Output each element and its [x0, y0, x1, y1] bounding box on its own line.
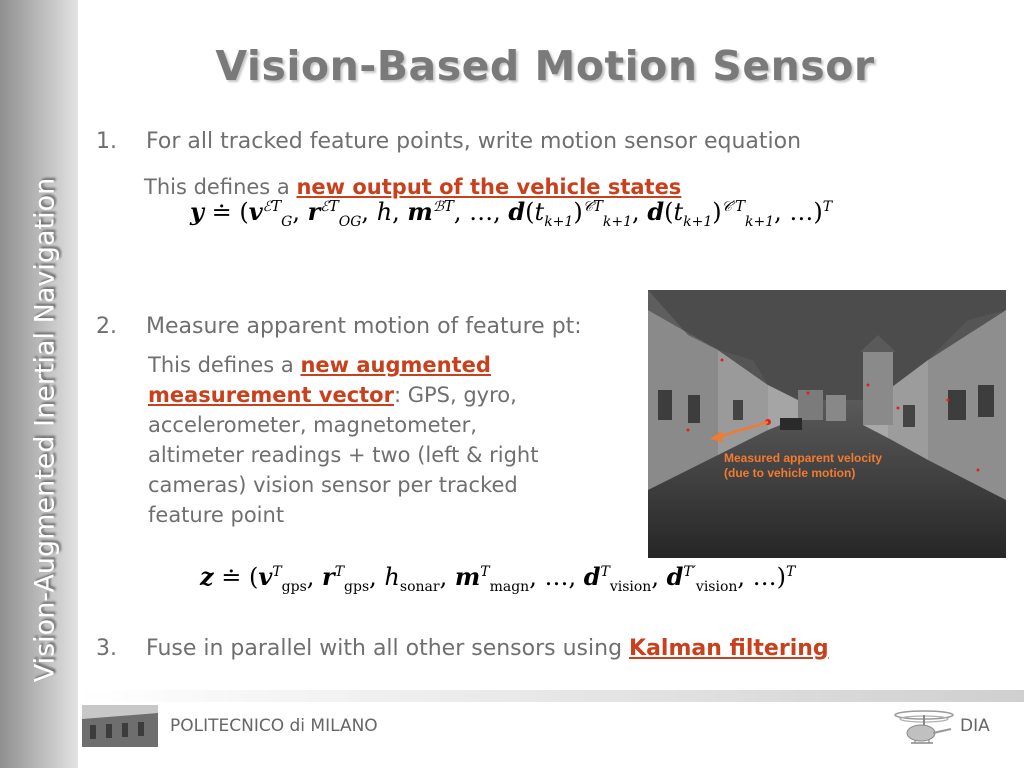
list-item-3: 3. Fuse in parallel with all other sensor…: [96, 635, 829, 663]
caption-line: (due to vehicle motion): [724, 466, 856, 480]
footer-department: DIA: [960, 716, 990, 736]
item-1-subtext: This defines a new output of the vehicle…: [144, 172, 681, 202]
highlight-measurement-vector: measurement vector: [148, 383, 394, 407]
subtext-line: cameras) vision sensor per tracked: [148, 473, 518, 497]
sidebar-title: Vision-Augmented Inertial Navigation: [29, 177, 61, 683]
footer-institution: POLITECNICO di MILANO: [170, 716, 378, 736]
subtext-prefix: This defines a: [148, 353, 301, 377]
item-number: 3.: [96, 636, 117, 661]
subtext-line: accelerometer, magnetometer,: [148, 413, 477, 437]
street-scene-graphic: [648, 290, 1006, 558]
item-number: 2.: [96, 314, 117, 339]
highlight-augmented: new augmented: [300, 353, 491, 377]
building-thumbnail-graphic: [82, 705, 158, 747]
equation-output: y ≐ (vℰTG, rℰTOG, h, mℬT, …, d(tk+1)𝒞Tk+…: [190, 197, 833, 230]
list-item-1: 1. For all tracked feature points, write …: [96, 128, 801, 156]
footer-building-thumbnail: [82, 705, 158, 747]
list-item-2: 2. Measure apparent motion of feature pt:: [96, 313, 582, 341]
subtext-prefix: This defines a: [144, 175, 297, 199]
subtext-line: altimeter readings + two (left & right: [148, 443, 539, 467]
sidebar: Vision-Augmented Inertial Navigation: [0, 0, 78, 768]
item-text: Measure apparent motion of feature pt:: [146, 314, 582, 339]
helicopter-logo-icon: [894, 710, 954, 744]
equation-measurement: z ≐ (vTgps, rTgps, hsonar, mTmagn, …, dT…: [200, 562, 796, 595]
image-caption: Measured apparent velocity (due to vehic…: [724, 451, 964, 481]
subtext-line: feature point: [148, 503, 285, 527]
street-camera-image: [648, 290, 1006, 558]
item-text: For all tracked feature points, write mo…: [146, 129, 802, 154]
highlight-kalman: Kalman filtering: [629, 636, 829, 661]
item-text: Fuse in parallel with all other sensors …: [146, 636, 630, 661]
footer-bar: [78, 690, 1024, 702]
highlight-new-output: new output of the vehicle states: [296, 175, 682, 199]
caption-line: Measured apparent velocity: [724, 451, 883, 465]
item-number: 1.: [96, 129, 117, 154]
subtext-rest: : GPS, gyro,: [393, 383, 517, 407]
item-2-subtext: This defines a new augmented measurement…: [148, 350, 538, 530]
slide-title: Vision-Based Motion Sensor: [215, 42, 875, 90]
